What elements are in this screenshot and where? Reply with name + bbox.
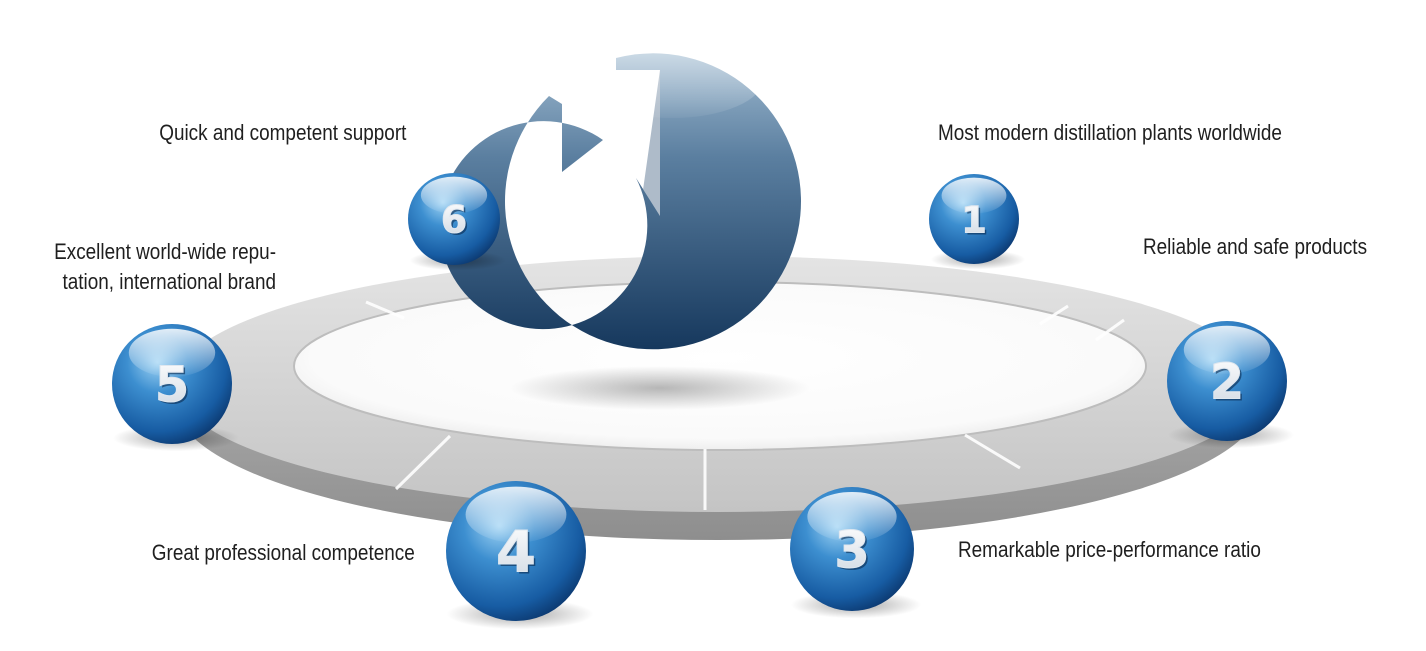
label-line: Excellent world-wide repu- bbox=[54, 239, 276, 264]
ball-number-shadow: 1 bbox=[963, 200, 989, 243]
ball-number-shadow: 4 bbox=[498, 521, 538, 588]
label-5: Excellent world-wide repu-tation, intern… bbox=[54, 237, 276, 297]
ball-2: 22 bbox=[1167, 321, 1294, 449]
ball-6: 66 bbox=[408, 173, 507, 271]
ball-number-shadow: 2 bbox=[1212, 355, 1246, 413]
label-1: Most modern distillation plants worldwid… bbox=[938, 118, 1282, 148]
ball-4: 44 bbox=[446, 481, 594, 630]
ball-gloss bbox=[420, 176, 488, 214]
ball-5: 55 bbox=[112, 324, 239, 452]
label-line: Remarkable price-performance ratio bbox=[958, 537, 1261, 562]
ball-number-shadow: 3 bbox=[836, 522, 871, 581]
label-line: Reliable and safe products bbox=[1143, 234, 1368, 259]
ball-number-shadow: 5 bbox=[157, 358, 191, 416]
label-4: Great professional competence bbox=[152, 538, 415, 568]
cycle-arrow-icon bbox=[439, 38, 810, 410]
ball-gloss bbox=[465, 486, 567, 543]
ball-number: 6 bbox=[441, 198, 467, 242]
ball-number: 1 bbox=[961, 198, 987, 241]
ball-number: 2 bbox=[1210, 353, 1244, 411]
label-line: Quick and competent support bbox=[158, 120, 406, 145]
ball-3: 33 bbox=[790, 487, 922, 619]
label-2: Reliable and safe products bbox=[1143, 232, 1367, 262]
label-6: Quick and competent support bbox=[159, 118, 406, 148]
label-line: Great professional competence bbox=[152, 540, 415, 565]
label-3: Remarkable price-performance ratio bbox=[958, 535, 1261, 565]
ball-number: 5 bbox=[155, 356, 189, 414]
ball-1: 11 bbox=[929, 174, 1026, 270]
ball-gloss bbox=[1183, 325, 1271, 374]
label-line: Most modern distillation plants worldwid… bbox=[938, 120, 1282, 145]
ring-dividers bbox=[365, 300, 1125, 510]
ball-number: 4 bbox=[496, 519, 536, 586]
ball-gloss bbox=[807, 491, 897, 542]
label-line: tation, international brand bbox=[62, 269, 276, 294]
ball-number-shadow: 6 bbox=[443, 200, 469, 244]
ball-gloss bbox=[128, 328, 216, 377]
ball-number: 3 bbox=[834, 520, 869, 579]
numbered-balls: 11 22 33 44 55 66 bbox=[112, 173, 1294, 630]
ball-gloss bbox=[941, 177, 1007, 214]
